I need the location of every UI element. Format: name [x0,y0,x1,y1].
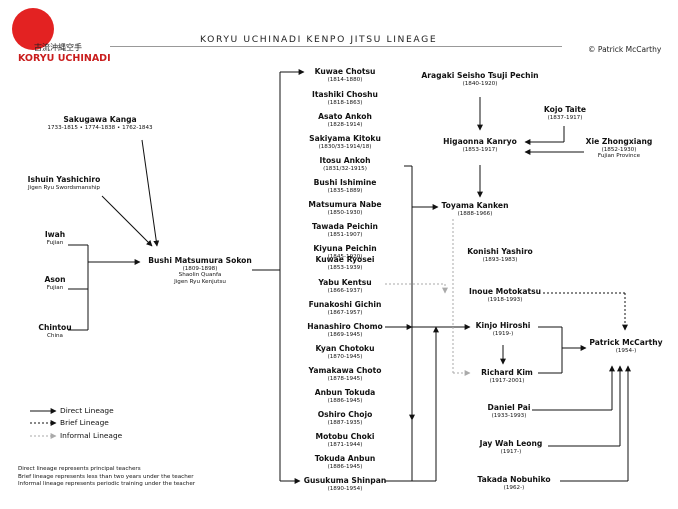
node-sakugawa: Sakugawa Kanga 1733-1815 • 1774-1838 • 1… [47,115,153,131]
note-direct: Direct lineage represents principal teac… [18,466,141,472]
node-yamakawa: Yamakawa Choto(1878-1945) [308,366,382,382]
node-daniel-pai: Daniel Pai(1933-1993) [487,403,531,419]
node-oshiro: Oshiro Chojo(1887-1935) [317,410,373,426]
legend-brief-label: Brief Lineage [60,418,109,427]
node-richard-kim: Richard Kim(1917-2001) [481,368,533,384]
line-sakugawa-matsumura [141,139,160,247]
node-kinjo: Kinjo Hiroshi(1919-) [475,321,531,337]
node-hanashiro: Hanashiro Chomo(1869-1945) [307,322,383,338]
logo-rising-sun [12,8,54,50]
node-asato: Asato Ankoh(1828-1914) [318,112,372,128]
node-yabu: Yabu Kentsu(1866-1937) [318,278,372,294]
node-takada: Takada Nobuhiko(1962-) [477,475,551,491]
node-inoue: Inoue Motokatsu(1918-1993) [469,287,541,303]
logo-cjk-text: 古流沖縄空手 [34,43,82,52]
node-jay-wah-leong: Jay Wah Leong(1917-) [479,439,543,455]
note-informal: Informal lineage represents periodic tra… [18,481,196,488]
node-iwah: Iwah Fujian [44,230,66,246]
logo-wordmark: KORYU UCHINADI [18,53,111,64]
node-higaonna: Higaonna Kanryo(1853-1917) [443,137,517,153]
node-kojo: Kojo Taite(1837-1917) [543,105,587,121]
node-anbun-tokuda: Anbun Tokuda(1886-1945) [314,388,376,404]
legend-direct-label: Direct Lineage [60,406,114,415]
node-ishuin: Ishuin Yashichiro Jigen Ryu Swordsmanshi… [27,175,101,191]
page-title: KORYU UCHINADI KENPO JITSU LINEAGE [200,34,438,45]
node-aragaki: Aragaki Seisho Tsuji Pechin(1840-1920) [421,71,539,87]
node-konishi: Konishi Yashiro(1893-1983) [467,247,533,263]
title-rule [110,46,562,47]
node-kuwae-ryosei: Kuwae Ryosei(1853-1939) [315,255,375,271]
copyright-notice: © Patrick McCarthy [588,45,662,54]
note-brief: Brief lineage represents less than two y… [18,473,194,480]
node-xie: Xie Zhongxiang(1852-1930)Fujian Province [585,137,653,160]
node-kyan: Kyan Chotoku(1870-1945) [315,344,375,360]
node-funakoshi: Funakoshi Gichin(1867-1957) [308,300,382,316]
lineage-notes: Direct lineage represents principal teac… [18,466,195,489]
node-gusukuma: Gusukuma Shinpan(1890-1954) [303,476,387,492]
node-toyama: Toyama Kanken(1888-1966) [441,201,509,217]
legend-informal-label: Informal Lineage [60,431,123,440]
node-itosu: Itosu Ankoh(1831/32-1915) [319,156,371,172]
node-tawada: Tawada Peichin(1851-1907) [312,222,378,238]
node-chintou: Chintou China [38,323,72,339]
node-itashiki: Itashiki Choshu(1818-1863) [312,90,378,106]
node-kuwae-chotsu: Kuwae Chotsu(1814-1880) [314,67,376,83]
node-patrick: Patrick McCarthy(1954-) [589,338,663,354]
node-ason: Ason Fujian [44,275,66,291]
node-tokuda-anbun: Tokuda Anbun(1886-1945) [314,454,376,470]
node-matsumura: Bushi Matsumura Sokon (1809-1898) Shaoli… [148,256,252,285]
node-ishimine: Bushi Ishimine(1835-1889) [313,178,377,194]
node-kiyuna: Kiyuna Peichin(1845-1920) [313,244,377,260]
line-ishuin-matsumura [101,195,153,247]
node-sakiyama: Sakiyama Kitoku(1830/33-1914/18) [309,134,381,150]
node-matsumura-nabe: Matsumura Nabe(1850-1930) [308,200,382,216]
node-motobu: Motobu Choki(1871-1944) [315,432,375,448]
